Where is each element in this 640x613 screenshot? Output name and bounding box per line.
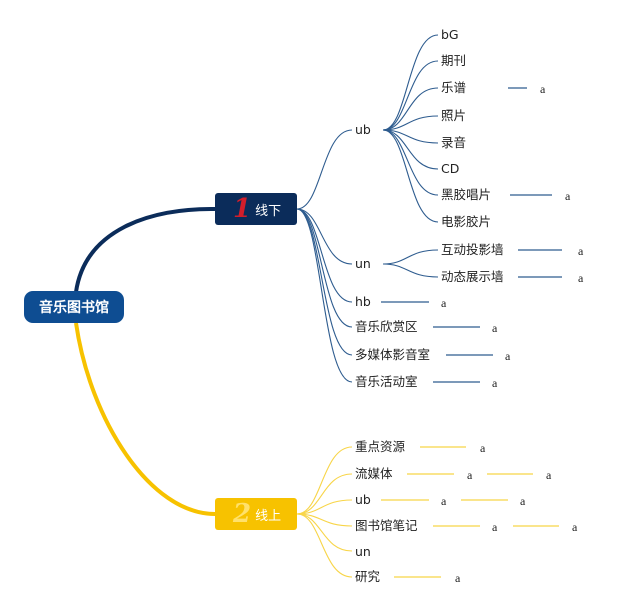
offline-item-tag: a (505, 349, 511, 363)
ub-item[interactable]: 乐谱 (441, 80, 467, 95)
online-edge (296, 513, 353, 578)
branch-number-badge: 1 (233, 194, 252, 224)
ub-item-edge (382, 129, 439, 196)
ub-item-edge (382, 115, 439, 131)
ub-item[interactable]: 录音 (441, 135, 467, 150)
un-item[interactable]: 互动投影墙 (441, 242, 504, 257)
online-item[interactable]: ub (355, 492, 371, 507)
online-edge (296, 446, 353, 515)
ub-item-tag: a (540, 82, 546, 96)
group-un-label[interactable]: un (355, 256, 371, 271)
root-to-online-edge (74, 322, 216, 516)
offline-edge (296, 208, 353, 383)
group-hb-label[interactable]: hb (355, 294, 371, 309)
online-edge (296, 513, 353, 552)
ub-item-edge (382, 34, 439, 131)
root-to-offline-edge (74, 206, 216, 293)
online-item-tag: a (546, 468, 552, 482)
online-item-tag: a (520, 494, 526, 508)
offline-item-tag: a (492, 376, 498, 390)
offline-item-tag: a (492, 321, 498, 335)
root-label: 音乐图书馆 (39, 300, 109, 316)
ub-item[interactable]: 电影胶片 (441, 214, 492, 229)
online-item[interactable]: un (355, 544, 371, 559)
online-item-tag: a (441, 494, 447, 508)
online-item-tag: a (467, 468, 473, 482)
ub-item-edge (382, 87, 439, 131)
branch-number-badge: 2 (233, 499, 252, 529)
ub-item-edge (382, 129, 439, 223)
group-ub-label[interactable]: ub (355, 122, 371, 137)
online-edge (296, 473, 353, 515)
ub-item-tag: a (565, 189, 571, 203)
offline-item[interactable]: 音乐活动室 (355, 374, 418, 389)
ub-item[interactable]: 黑胶唱片 (441, 187, 492, 202)
ub-item[interactable]: CD (441, 161, 460, 176)
un-item[interactable]: 动态展示墙 (441, 269, 504, 284)
offline-edge (296, 208, 353, 303)
online-item[interactable]: 流媒体 (355, 466, 393, 481)
branch-label: 线下 (255, 203, 282, 219)
online-item-tag: a (480, 441, 486, 455)
hb-tag: a (441, 296, 447, 310)
online-item[interactable]: 图书馆笔记 (355, 518, 418, 533)
un-item-tag: a (578, 271, 584, 285)
online-item[interactable]: 研究 (355, 569, 381, 584)
un-item-tag: a (578, 244, 584, 258)
online-item-tag: a (492, 520, 498, 534)
offline-edge (296, 129, 353, 210)
online-item-tag: a (572, 520, 578, 534)
ub-item-edge (382, 60, 439, 131)
online-item[interactable]: 重点资源 (355, 439, 406, 454)
ub-item[interactable]: 期刊 (441, 53, 467, 68)
ub-item[interactable]: bG (441, 27, 459, 42)
root-node[interactable]: 音乐图书馆 (24, 291, 124, 323)
offline-edge (296, 208, 353, 356)
un-item-edge (382, 249, 439, 265)
offline-item[interactable]: 音乐欣赏区 (355, 319, 418, 334)
branch-offline-node[interactable]: 1 线下 (215, 193, 297, 225)
branch-label: 线上 (255, 508, 282, 524)
online-item-tag: a (455, 571, 461, 585)
offline-edge (296, 208, 353, 265)
offline-item[interactable]: 多媒体影音室 (355, 347, 431, 362)
ub-item-edge (382, 129, 439, 170)
un-item-edge (382, 263, 439, 278)
branch-online-node[interactable]: 2 线上 (215, 498, 297, 530)
ub-item[interactable]: 照片 (441, 108, 467, 123)
online-edge (296, 499, 353, 515)
